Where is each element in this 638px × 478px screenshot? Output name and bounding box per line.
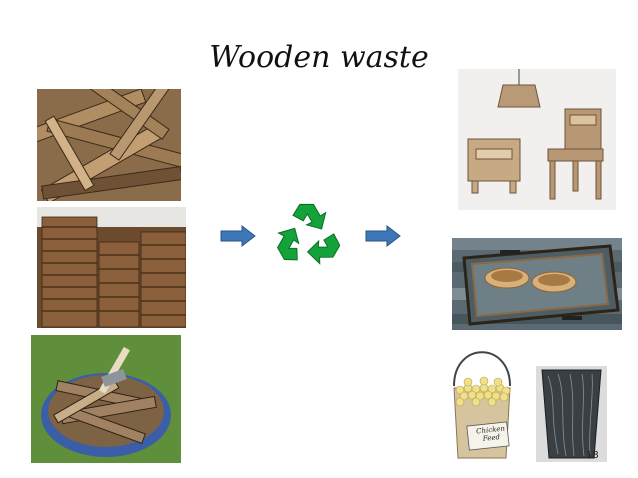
textured-vase-photo: [536, 366, 607, 462]
slide-title: Wooden waste: [209, 40, 429, 75]
stacked-pallets-photo: [37, 207, 186, 328]
arrow-right-icon: [365, 224, 401, 248]
scrap-wood-planks-photo: [37, 89, 181, 201]
pallet-furniture-photo: [458, 69, 616, 210]
serving-tray-photo: [452, 238, 622, 330]
recycle-icon: [274, 199, 342, 267]
page-number: 18: [586, 450, 599, 461]
chicken-feed-bucket-photo: Chicken Feed: [446, 346, 518, 464]
arrow-right-icon: [220, 224, 256, 248]
firewood-cart-photo: [31, 335, 181, 463]
